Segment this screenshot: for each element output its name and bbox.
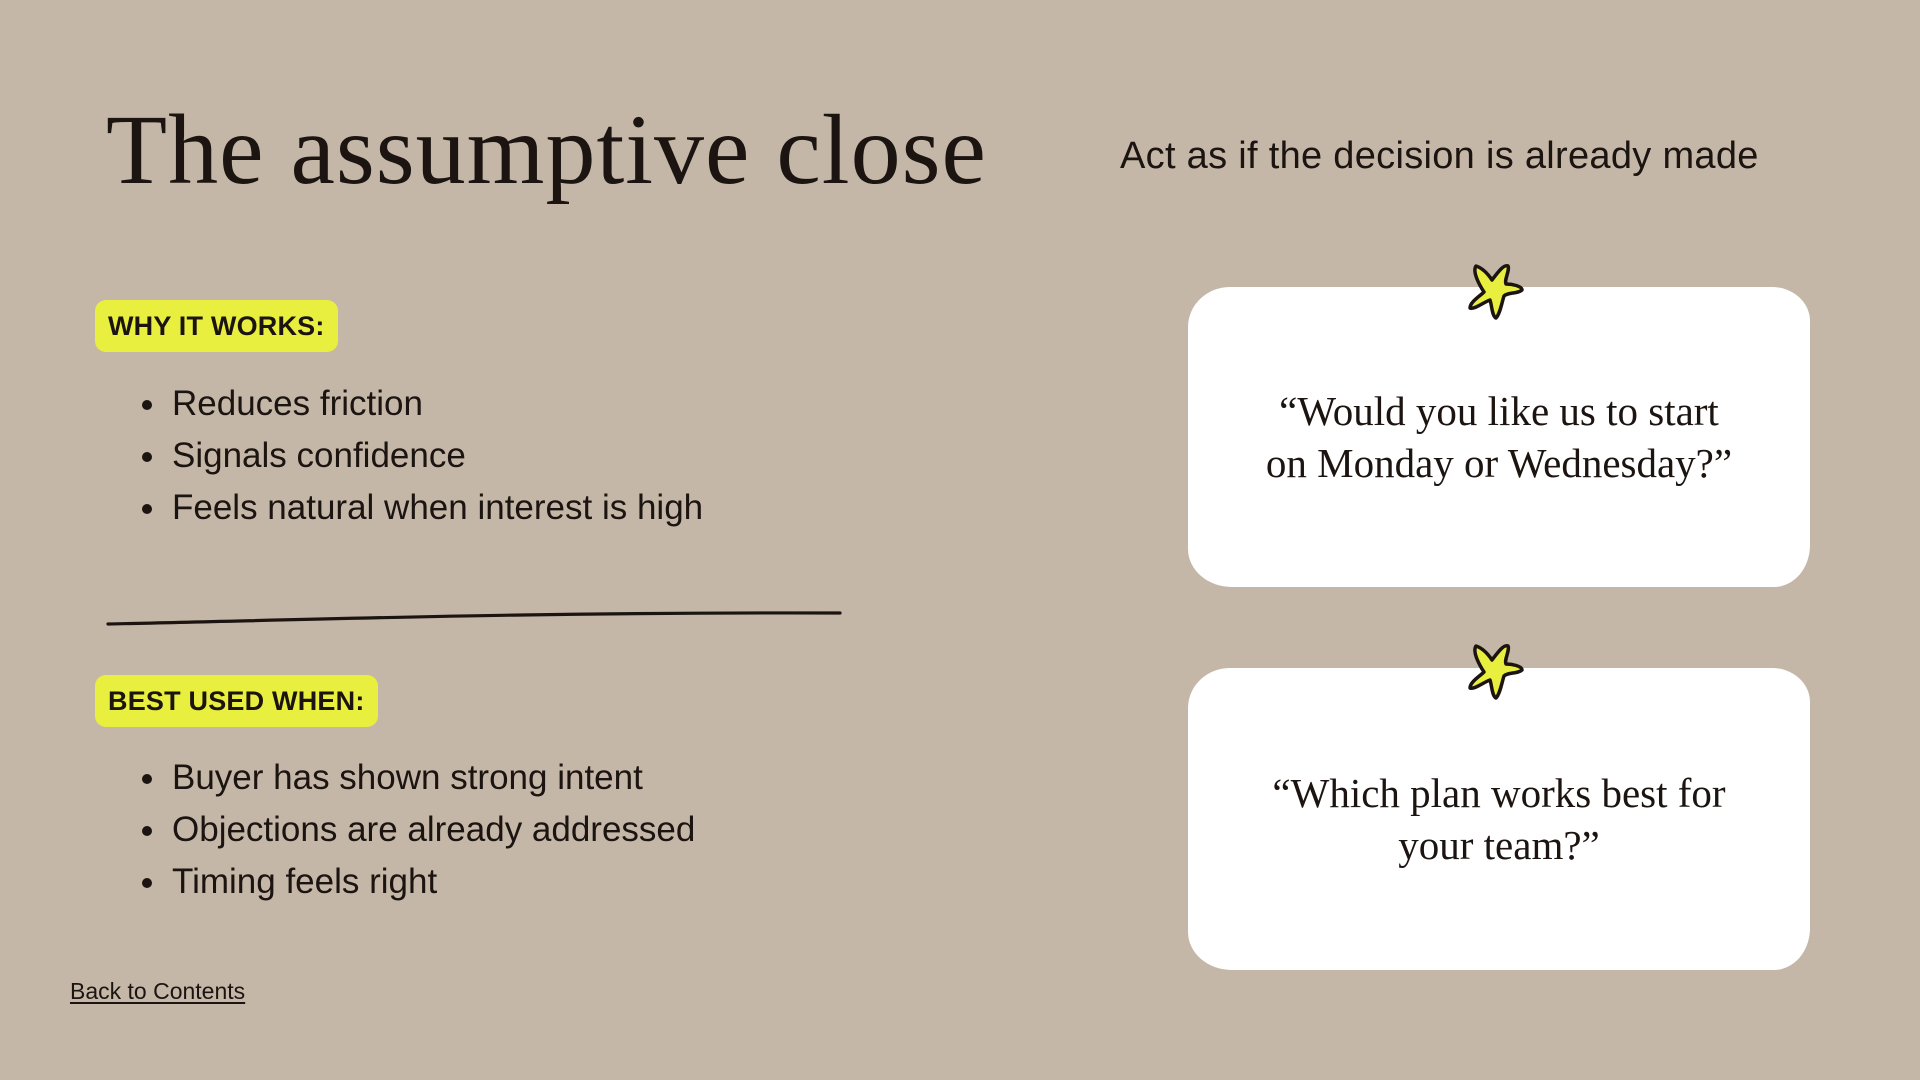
back-to-contents-link[interactable]: Back to Contents bbox=[70, 978, 246, 1004]
section-divider bbox=[106, 611, 842, 626]
card-quote: “Which plan works best for your team?” bbox=[1272, 770, 1726, 868]
star-icon bbox=[1468, 643, 1524, 700]
why-it-works-list: Reduces friction Signals confidence Feel… bbox=[140, 378, 703, 534]
slide-subtitle: Act as if the decision is already made bbox=[1120, 135, 1759, 177]
bullet-icon bbox=[142, 504, 152, 514]
star-icon bbox=[1468, 263, 1524, 320]
bullet-icon bbox=[142, 774, 152, 784]
best-used-when-badge: BEST USED WHEN: bbox=[95, 675, 378, 727]
list-item: Feels natural when interest is high bbox=[140, 482, 703, 534]
slide-title: The assumptive close bbox=[106, 94, 987, 205]
list-item: Reduces friction bbox=[140, 378, 703, 430]
list-item: Signals confidence bbox=[140, 430, 703, 482]
bullet-icon bbox=[142, 400, 152, 410]
example-quote-card-1: “Would you like us to start on Monday or… bbox=[1188, 287, 1810, 587]
list-item: Objections are already addressed bbox=[140, 804, 695, 856]
list-item: Timing feels right bbox=[140, 856, 695, 908]
example-quote-card-2: “Which plan works best for your team?” bbox=[1188, 668, 1810, 970]
list-item: Buyer has shown strong intent bbox=[140, 752, 695, 804]
bullet-icon bbox=[142, 452, 152, 462]
why-it-works-badge: WHY IT WORKS: bbox=[95, 300, 338, 352]
best-used-when-list: Buyer has shown strong intent Objections… bbox=[140, 752, 695, 908]
card-quote: “Would you like us to start on Monday or… bbox=[1265, 388, 1733, 486]
bullet-icon bbox=[142, 878, 152, 888]
bullet-icon bbox=[142, 826, 152, 836]
